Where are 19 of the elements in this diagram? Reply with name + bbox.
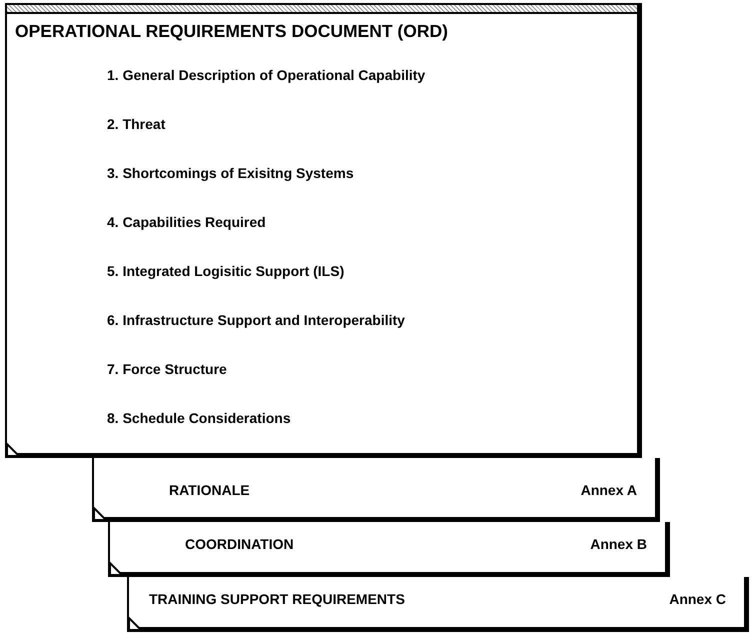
annex-label: Annex B xyxy=(590,536,647,552)
list-item: 8. Schedule Considerations xyxy=(107,410,291,426)
list-item: 2. Threat xyxy=(107,116,166,132)
document-title: OPERATIONAL REQUIREMENTS DOCUMENT (ORD) xyxy=(15,21,448,42)
annex-card xyxy=(108,522,670,577)
list-item: 5. Integrated Logisitic Support (ILS) xyxy=(107,263,344,280)
list-item: 3. Shortcomings of Exisitng Systems xyxy=(107,165,354,182)
document-card xyxy=(5,3,642,458)
annex-label: Annex A xyxy=(580,482,637,498)
list-item: 4. Capabilities Required xyxy=(107,214,266,230)
annex-card xyxy=(92,458,660,522)
annex-label: Annex C xyxy=(669,591,726,608)
annex-title: RATIONALE xyxy=(169,482,250,498)
annex-title: COORDINATION xyxy=(185,536,294,552)
annex-title: TRAINING SUPPORT REQUIREMENTS xyxy=(149,591,405,608)
list-item: 6. Infrastructure Support and Interoperability xyxy=(107,312,405,328)
list-item: 7. Force Structure xyxy=(107,361,227,378)
list-item: 1. General Description of Operational Capability xyxy=(107,67,426,84)
annex-card xyxy=(127,577,749,632)
